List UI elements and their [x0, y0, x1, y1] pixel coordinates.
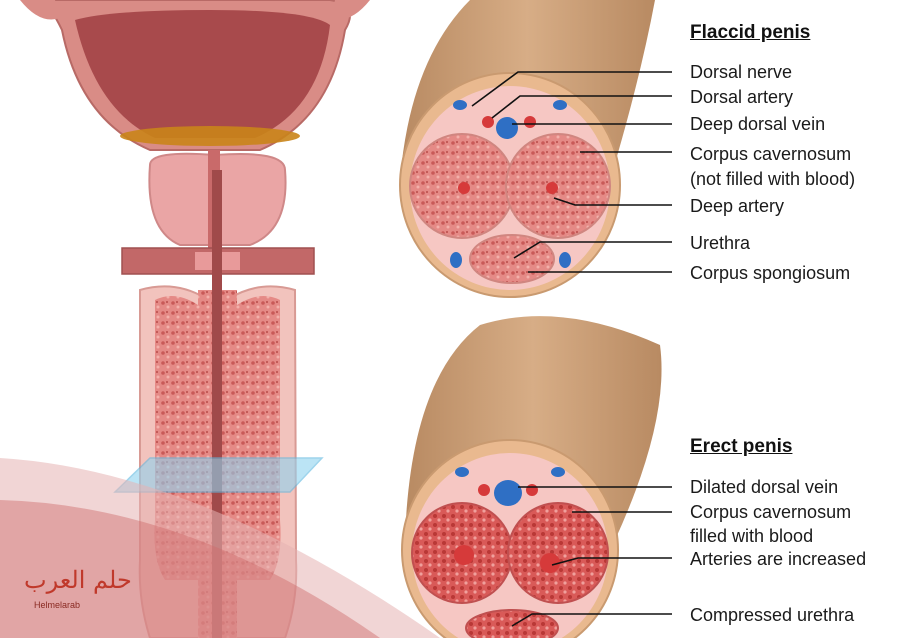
label-deep-artery: Deep artery — [690, 196, 785, 216]
label-dilated-dorsal-vein: Dilated dorsal vein — [690, 477, 839, 497]
label-erect-corpus-cavernosum: Corpus cavernosum — [690, 502, 852, 522]
label-corpus-cavernosum: Corpus cavernosum — [690, 144, 852, 164]
label-urethra: Urethra — [690, 233, 751, 253]
label-compressed-urethra: Compressed urethra — [690, 605, 855, 625]
flaccid-title: Flaccid penis — [690, 22, 811, 43]
label-deep-dorsal-vein: Deep dorsal vein — [690, 114, 826, 134]
label-dorsal-nerve: Dorsal nerve — [690, 62, 793, 82]
erect-title: Erect penis — [690, 436, 793, 457]
label-not-filled: (not filled with blood) — [690, 169, 856, 189]
label-corpus-spongiosum: Corpus spongiosum — [690, 263, 851, 283]
watermark-arabic: حلم العرب — [24, 566, 132, 594]
watermark-latin: Helmelarab — [34, 600, 81, 610]
flaccid-cross-section — [399, 0, 655, 298]
leader-lines — [471, 71, 672, 627]
label-dorsal-artery: Dorsal artery — [690, 87, 794, 107]
label-filled-with-blood: filled with blood — [690, 526, 814, 546]
bladder — [20, 0, 370, 151]
watermark-swoosh — [0, 458, 440, 638]
erect-cross-section — [401, 316, 662, 638]
label-arteries-increased: Arteries are increased — [690, 549, 867, 569]
